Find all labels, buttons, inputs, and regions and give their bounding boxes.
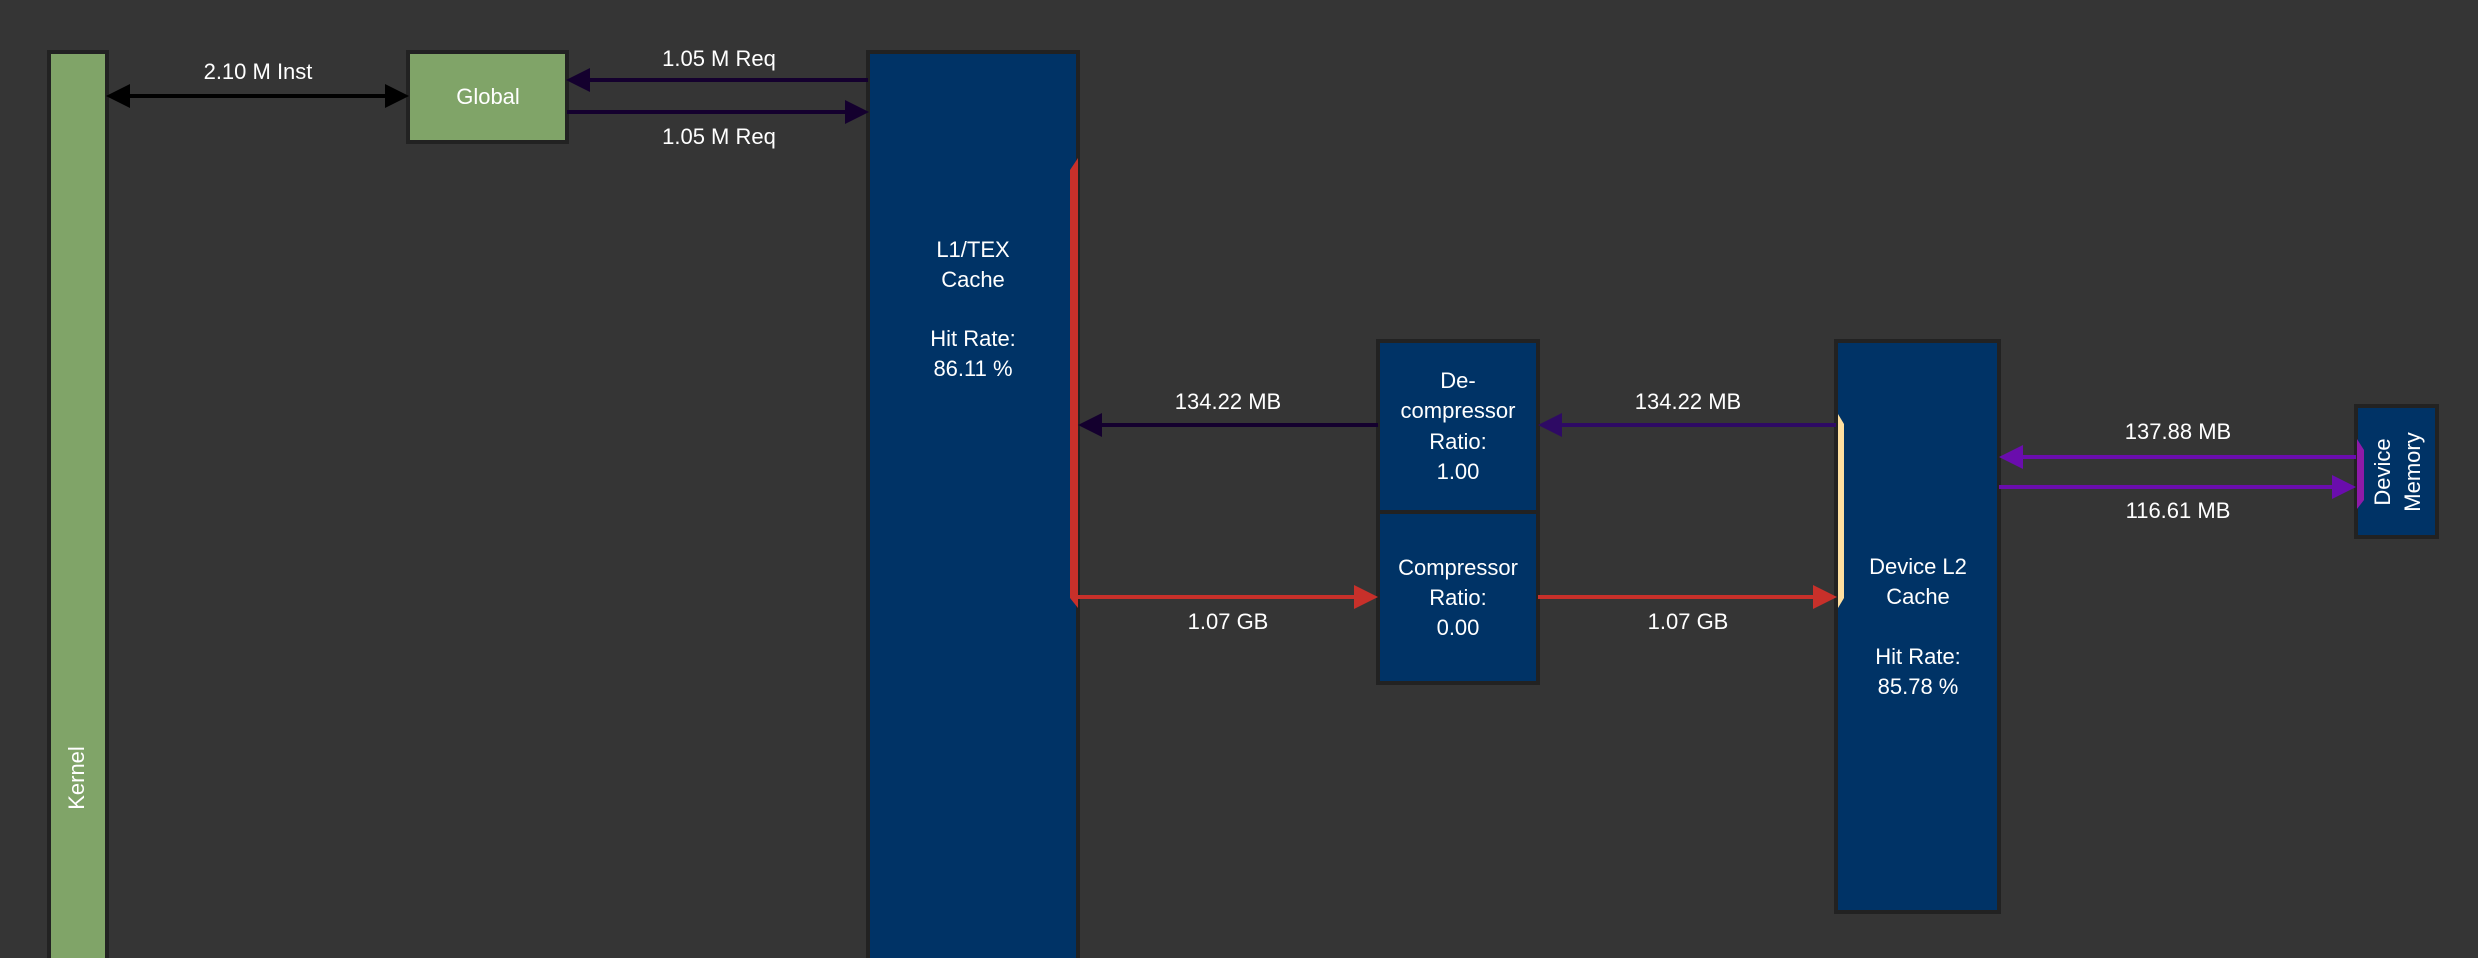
compressor-node[interactable]: Compressor Ratio: 0.00 — [1376, 510, 1540, 685]
l2-title-2: Cache — [1886, 584, 1950, 609]
global-label: Global — [456, 84, 520, 109]
l2-to-memory-label: 116.61 MB — [2126, 498, 2231, 523]
l2-hit-rate: 85.78 % — [1878, 674, 1959, 699]
l1-write-port — [1070, 158, 1078, 608]
l2-title-1: Device L2 — [1869, 554, 1967, 579]
kernel-global-label: 2.10 M Inst — [204, 59, 313, 84]
compressor-title: Compressor — [1398, 555, 1518, 580]
l1-tex-cache-node[interactable]: L1/TEX Cache Hit Rate: 86.11 % — [866, 50, 1080, 958]
kernel-label: Kernel — [64, 746, 89, 810]
memory-title-2: Memory — [2400, 432, 2425, 511]
l1-hit-label: Hit Rate: — [930, 326, 1016, 351]
l1-to-compressor-label: 1.07 GB — [1188, 609, 1269, 634]
memory-port — [2357, 439, 2364, 509]
l2-hit-label: Hit Rate: — [1875, 644, 1961, 669]
memory-title-1: Device — [2370, 438, 2395, 505]
compressor-to-l2-label: 1.07 GB — [1648, 609, 1729, 634]
kernel-node[interactable]: Kernel — [47, 50, 109, 958]
device-memory-node[interactable]: Device Memory — [2354, 404, 2439, 539]
decompressor-to-l1-label: 134.22 MB — [1175, 389, 1281, 414]
decompressor-node[interactable]: De- compressor Ratio: 1.00 — [1376, 339, 1540, 514]
l2-to-decompressor-label: 134.22 MB — [1635, 389, 1741, 414]
global-node[interactable]: Global — [406, 50, 569, 144]
l1-to-global-label: 1.05 M Req — [662, 46, 776, 71]
decompressor-ratio: 1.00 — [1437, 459, 1480, 484]
device-l2-cache-node[interactable]: Device L2 Cache Hit Rate: 85.78 % — [1834, 339, 2001, 914]
compressor-ratio-label: Ratio: — [1429, 585, 1486, 610]
l1-hit-rate: 86.11 % — [933, 356, 1012, 381]
l2-port — [1838, 414, 1844, 608]
l1-title-1: L1/TEX — [936, 237, 1010, 262]
decompressor-title-1: De- — [1440, 368, 1475, 393]
decompressor-title-2: compressor — [1401, 398, 1516, 423]
memory-to-l2-label: 137.88 MB — [2125, 419, 2231, 444]
l1-title-2: Cache — [941, 267, 1005, 292]
compressor-ratio: 0.00 — [1437, 615, 1480, 640]
decompressor-ratio-label: Ratio: — [1429, 429, 1486, 454]
global-to-l1-label: 1.05 M Req — [662, 124, 776, 149]
